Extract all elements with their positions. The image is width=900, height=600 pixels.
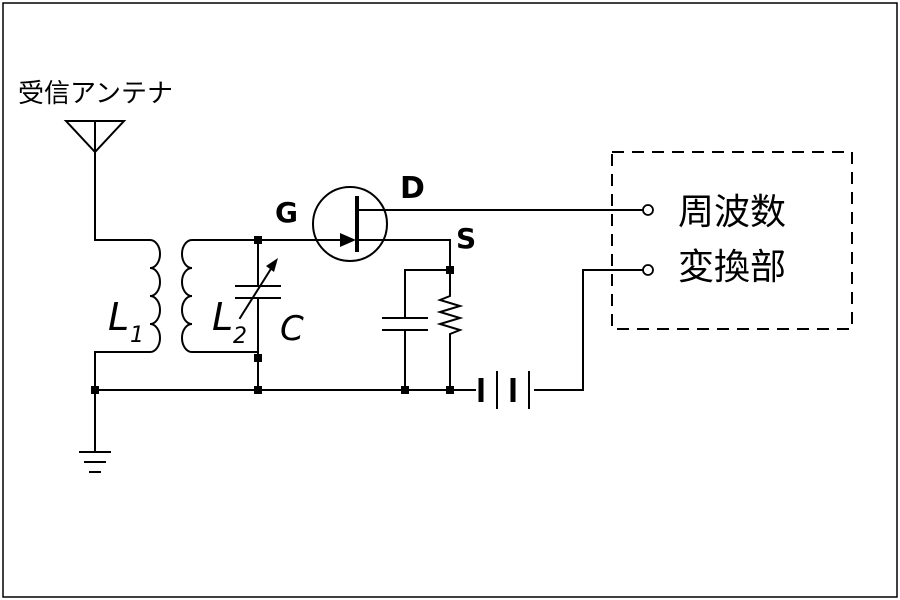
junction-dots <box>91 236 454 394</box>
variable-capacitor <box>235 239 281 391</box>
drain-terminal <box>642 204 654 216</box>
return-terminal <box>642 264 654 276</box>
coil-l1 <box>94 239 161 391</box>
source-resistor <box>436 269 464 391</box>
battery <box>478 371 530 409</box>
l1-letter: L <box>108 295 129 339</box>
source-label: S <box>456 222 476 255</box>
l1-subscript: 1 <box>130 323 144 348</box>
l2-subscript: 2 <box>233 324 247 349</box>
ground-symbol <box>79 389 111 473</box>
antenna-symbol <box>63 120 127 241</box>
antenna-label: 受信アンテナ <box>18 79 173 109</box>
fet-transistor <box>312 186 451 262</box>
converter-label-line1: 周波数 <box>678 192 786 233</box>
bypass-capacitor <box>382 269 428 391</box>
gate-label: G <box>275 196 298 229</box>
coil-l2 <box>181 239 259 353</box>
drain-label: D <box>400 171 425 206</box>
converter-box <box>611 151 853 330</box>
converter-label-line2: 変換部 <box>678 247 786 288</box>
capacitor-label: C <box>280 309 304 349</box>
l2-letter: L <box>212 295 233 339</box>
